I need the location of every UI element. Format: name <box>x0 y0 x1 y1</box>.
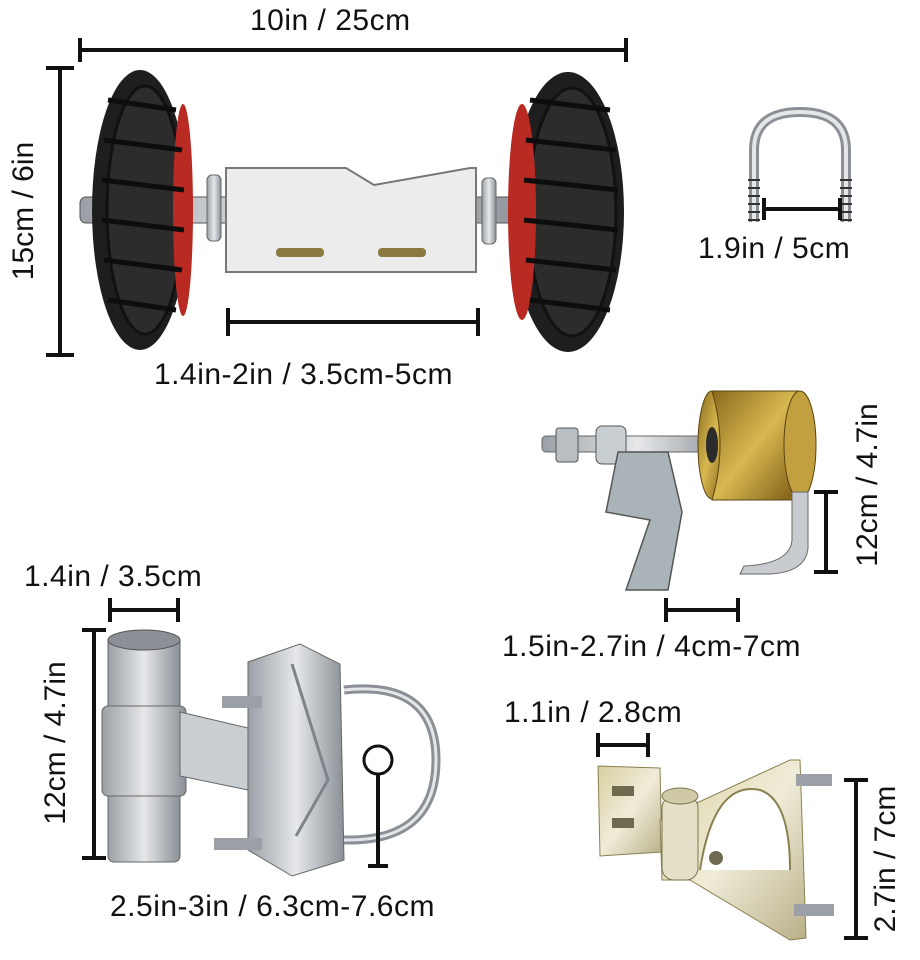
bracket-width-label: 1.1in / 2.8cm <box>504 696 683 729</box>
wheel-dimension-lines <box>46 38 628 357</box>
right-wheel <box>508 72 624 352</box>
clamp-range-label: 2.5in-3in / 6.3cm-7.6cm <box>110 890 435 923</box>
clamp-dimension-lines <box>82 598 394 868</box>
left-wheel <box>92 70 193 350</box>
post-clamp <box>101 629 441 877</box>
gate-roller <box>541 390 817 591</box>
ubolt-width-label: 1.9in / 5cm <box>698 232 851 265</box>
roller-height-label: 12cm / 4.7in <box>851 403 884 567</box>
roller-dimension-lines <box>664 490 838 622</box>
latch-bracket <box>597 759 834 941</box>
ubolt-dimension-line <box>762 198 842 220</box>
clamp-tube-label: 1.4in / 3.5cm <box>24 560 203 593</box>
u-bolt <box>748 106 852 222</box>
bracket-dimension-lines <box>596 733 868 940</box>
axle-gap-label: 1.4in-2in / 3.5cm-5cm <box>154 358 453 391</box>
clamp-height-label: 12cm / 4.7in <box>39 661 72 825</box>
wheel-width-label: 10in / 25cm <box>250 4 411 37</box>
wheel-height-label: 15cm / 6in <box>7 141 40 281</box>
bracket-height-label: 2.7in / 7cm <box>869 785 902 933</box>
roller-gap-label: 1.5in-2.7in / 4cm-7cm <box>502 630 801 663</box>
gate-wheel-carrier <box>79 70 624 352</box>
